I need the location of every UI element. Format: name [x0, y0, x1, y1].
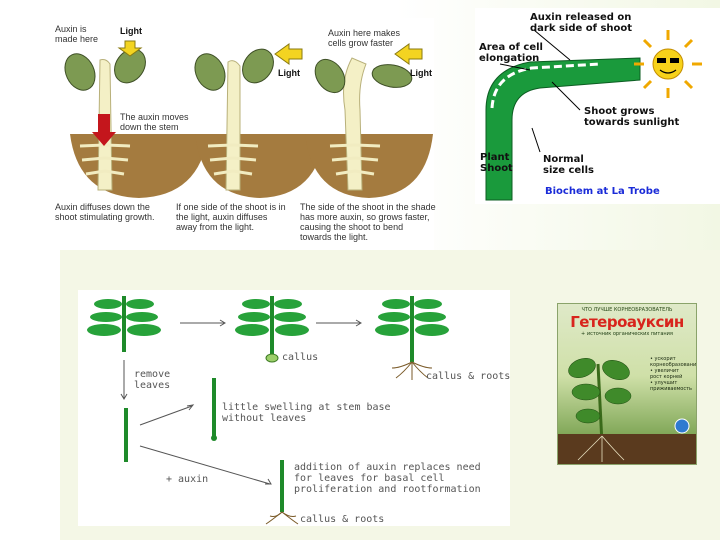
green-shoot: [485, 57, 641, 201]
label-light-3: Light: [410, 68, 432, 78]
plant-callus-roots: [375, 296, 449, 380]
label-area-elongation: Area of cell elongation: [479, 42, 543, 64]
label-shoot-grows: Shoot grows towards sunlight: [584, 106, 680, 128]
caption-step-2: If one side of the shoot is in the light…: [176, 202, 286, 232]
credit-label: Biochem at La Trobe: [545, 186, 660, 197]
label-callus-roots-1: callus & roots: [426, 371, 511, 382]
label-auxin-moves: The auxin moves down the stem: [120, 112, 189, 132]
caption-step-1: Auxin diffuses down the shoot stimulatin…: [55, 202, 155, 222]
label-auxin-made-here: Auxin is made here: [55, 24, 99, 44]
product-bullets: • ускорит корнеобразование • увеличит ро…: [650, 356, 697, 392]
plant-callus: [235, 296, 309, 363]
elongated-cells: [490, 62, 601, 109]
label-plus-auxin: + auxin: [166, 474, 209, 485]
plant-leafy: [87, 296, 161, 352]
product-top-line: ЧТО ЛУЧШЕ КОРНЕОБРАЗОВАТЕЛЬ: [581, 307, 673, 313]
product-package: ЧТО ЛУЧШЕ КОРНЕОБРАЗОВАТЕЛЬ Гетероауксин…: [557, 303, 697, 465]
label-plant-shoot: Plant Shoot: [480, 152, 513, 174]
label-addition-auxin: addition of auxin replaces need for leav…: [294, 462, 481, 495]
label-callus-roots-2: callus & roots: [300, 514, 385, 525]
label-light-1: Light: [120, 26, 142, 36]
product-plant-image: [558, 358, 696, 464]
label-remove-leaves: remove leaves: [134, 369, 171, 391]
label-little-swelling: little swelling at stem base without lea…: [222, 402, 391, 424]
label-callus: callus: [282, 352, 319, 363]
label-light-2: Light: [278, 68, 300, 78]
auxin-arrow: [92, 114, 116, 146]
label-auxin-released: Auxin released on dark side of shoot: [530, 12, 633, 34]
label-auxin-makes-cells: Auxin here makes cells grow faster: [328, 28, 401, 48]
product-brand: Гетероауксин: [570, 313, 684, 331]
caption-step-3: The side of the shoot in the shade has m…: [300, 202, 436, 242]
sun-icon: [634, 30, 702, 98]
shoot-bending-panel: [475, 8, 720, 204]
soil-3: [305, 134, 433, 198]
product-subtitle: + источник органических питания: [581, 331, 673, 337]
label-normal-cells: Normal size cells: [543, 154, 594, 176]
